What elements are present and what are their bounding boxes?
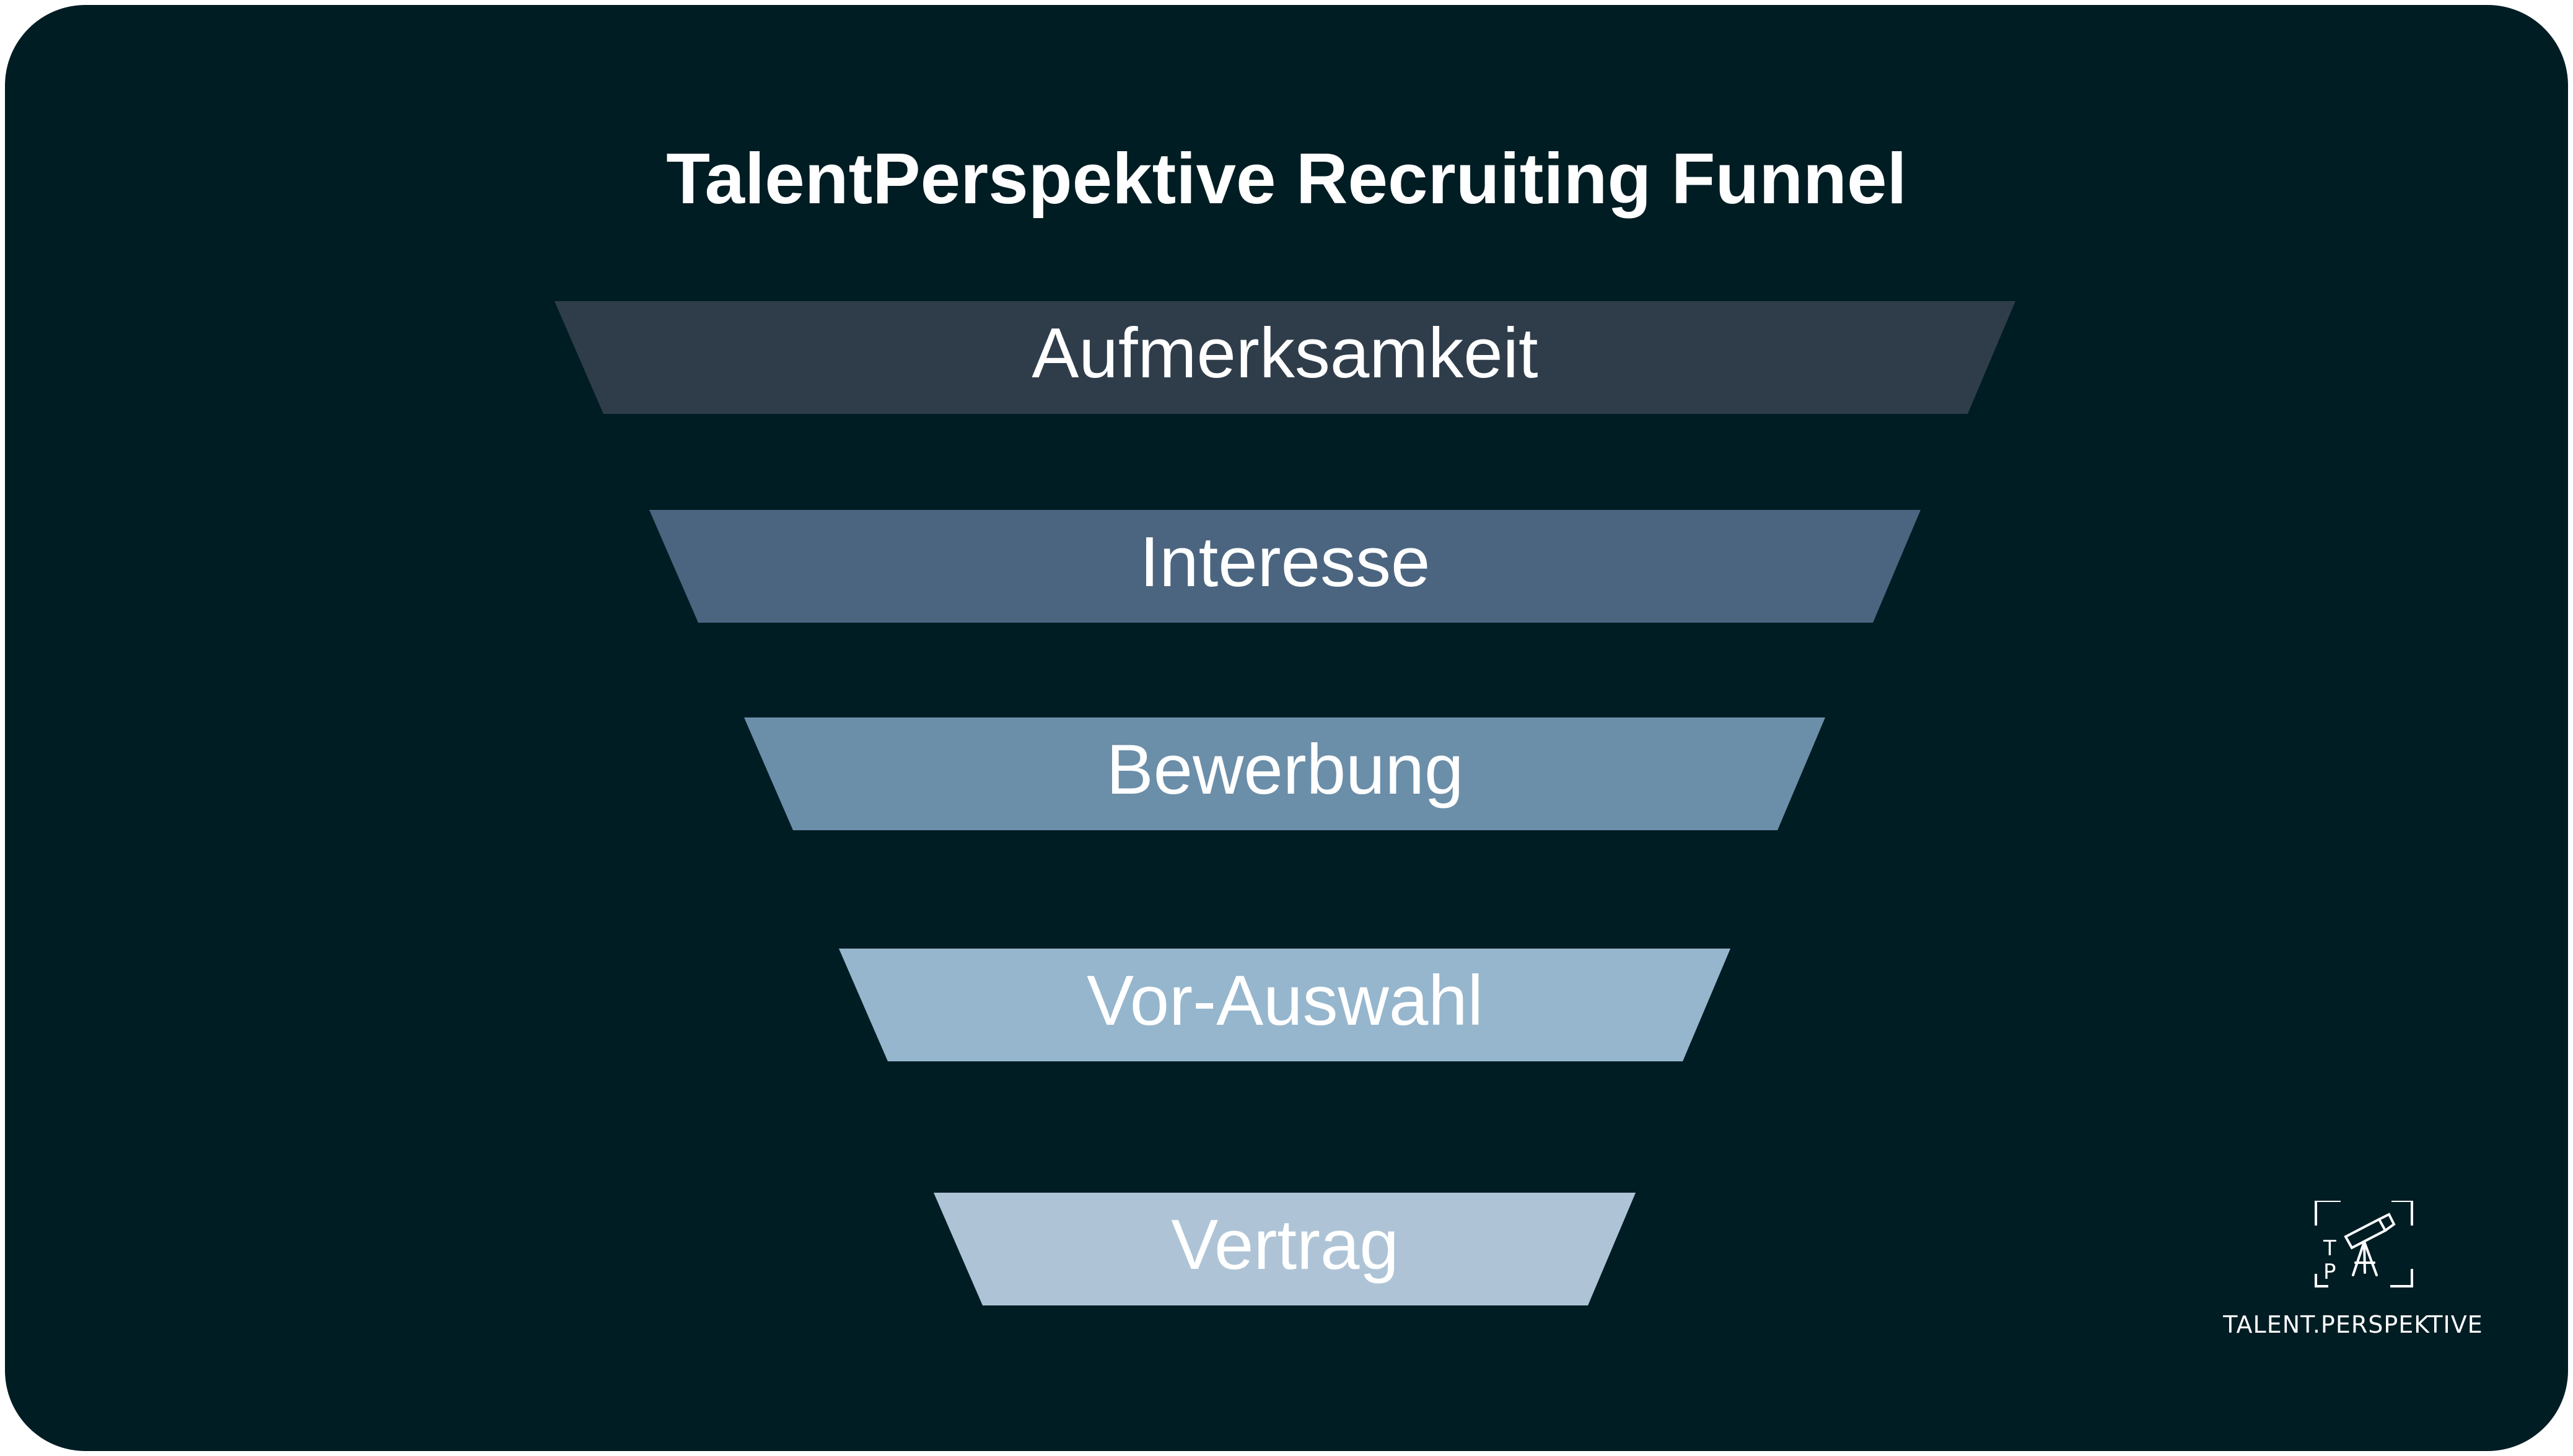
logo-letter-t: T xyxy=(2323,1236,2336,1261)
funnel-stage-shape xyxy=(649,510,1921,623)
funnel-stage-bewerbung: Bewerbung xyxy=(744,717,1825,830)
funnel-diagram: Aufmerksamkeit Interesse Bewerbung Vor-A… xyxy=(554,301,2015,1305)
funnel-stage-label: Vor-Auswahl xyxy=(1087,962,1483,1040)
telescope-icon xyxy=(2344,1213,2396,1276)
funnel-stage-shape xyxy=(554,301,2015,414)
funnel-stage-label: Interesse xyxy=(1140,523,1431,602)
slide-card: TalentPerspektive Recruiting Funnel Aufm… xyxy=(5,5,2568,1451)
logo-letter-p: P xyxy=(2323,1260,2336,1284)
logo-frame xyxy=(2315,1201,2413,1287)
funnel-stage-shape xyxy=(934,1193,1636,1305)
funnel-stage-vertrag: Vertrag xyxy=(934,1193,1636,1305)
funnel-stage-vor-auswahl: Vor-Auswahl xyxy=(839,949,1730,1061)
funnel-stage-label: Bewerbung xyxy=(1107,730,1464,809)
brand-name: TALENT.PERSPEKTIVE xyxy=(2223,1311,2483,1338)
funnel-stage-label: Aufmerksamkeit xyxy=(1032,314,1538,393)
funnel-stage-shape xyxy=(839,949,1730,1061)
brand-logo: T P xyxy=(2315,1201,2413,1287)
funnel-stage-aufmerksamkeit: Aufmerksamkeit xyxy=(554,301,2015,414)
funnel-stage-label: Vertrag xyxy=(1171,1206,1399,1284)
funnel-stage-interesse: Interesse xyxy=(649,510,1921,623)
funnel-stage-shape xyxy=(744,717,1825,830)
page-title: TalentPerspektive Recruiting Funnel xyxy=(666,138,1907,219)
